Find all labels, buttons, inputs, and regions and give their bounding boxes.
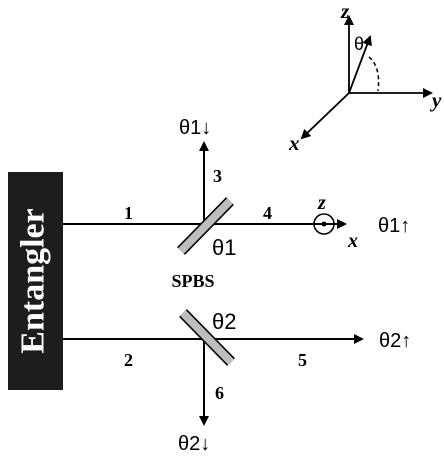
entangler-box [8,172,63,390]
local-x-label: x [347,230,358,252]
path-label-5: 5 [298,350,307,370]
entangler-label: Entangler [14,208,51,353]
axis-x-label-top: x [288,131,300,155]
path-label-4: 4 [263,203,272,223]
local-z-label: z [317,192,326,214]
lower-splitter [180,310,234,365]
splitter-label: SPBS [171,271,214,291]
path-label-1: 1 [124,203,133,223]
axis-z-label: z [340,0,350,23]
top-output-angle: θ1↓ [179,117,211,139]
out-of-plane-dot [321,221,327,227]
theta-label: θ [354,34,364,54]
theta-vector-line [348,35,372,94]
path-label-2: 2 [124,350,133,370]
theta-arc [368,56,380,92]
axis-x-line [300,92,350,140]
upper-splitter [178,198,233,254]
right-output-angle-lower: θ2↑ [379,330,411,352]
upper-splitter-angle: θ1 [212,235,236,260]
right-output-angle-upper: θ1↑ [378,215,410,237]
out-of-plane-circle [313,213,335,235]
path-label-6: 6 [215,383,224,403]
path-label-3: 3 [213,166,222,186]
lower-splitter-angle: θ2 [212,309,236,334]
axis-y-label: y [429,88,442,112]
bottom-output-angle: θ2↓ [178,433,210,455]
